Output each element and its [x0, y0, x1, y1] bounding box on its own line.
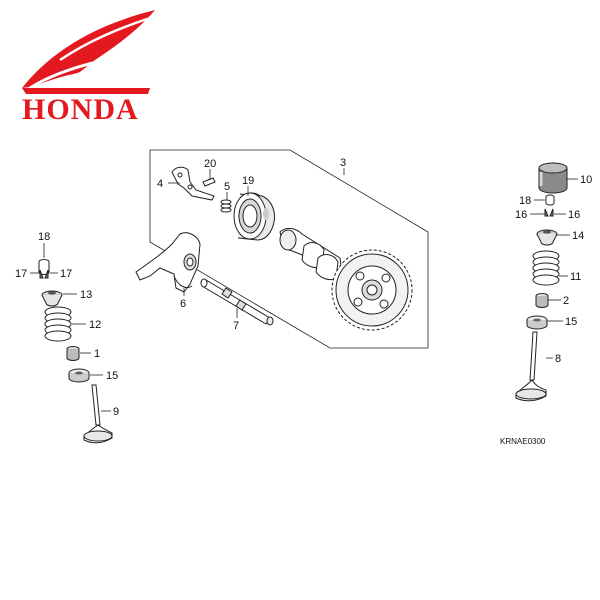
part-11-right — [532, 250, 560, 286]
part-12-left — [44, 306, 72, 342]
part-5-spring — [220, 199, 232, 213]
honda-wing-icon — [22, 10, 155, 94]
callout-2: 2 — [563, 295, 569, 307]
callouts: 18 17 17 13 12 1 15 9 4 20 5 19 3 6 7 10… — [15, 157, 592, 418]
callout-8: 8 — [555, 353, 561, 365]
part-10-bucket — [538, 162, 568, 194]
callout-7: 7 — [233, 320, 239, 332]
callout-15-right: 15 — [565, 316, 577, 328]
callout-1: 1 — [94, 348, 100, 360]
honda-wordmark: HONDA — [22, 93, 139, 126]
group-border — [149, 149, 429, 349]
part-3-camshaft — [279, 227, 413, 331]
part-15-left — [68, 368, 90, 383]
part-6-rocker — [135, 232, 201, 293]
left-valve-assembly — [38, 259, 113, 444]
callout-14: 14 — [572, 230, 584, 242]
callout-16-right-a: 16 — [515, 209, 527, 221]
callout-18-right: 18 — [519, 195, 531, 207]
part-4-arm — [171, 166, 215, 201]
part-15-right — [526, 315, 548, 330]
callout-17-left-a: 17 — [15, 268, 27, 280]
callout-4: 4 — [157, 178, 163, 190]
part-20-pin — [202, 177, 216, 187]
callout-16-right-b: 16 — [568, 209, 580, 221]
part-18-right — [545, 194, 555, 206]
diagram-code: KRNAE0300 — [500, 437, 546, 446]
part-14-right — [536, 229, 558, 246]
part-2-right — [535, 293, 549, 308]
callout-17-left-b: 17 — [60, 268, 72, 280]
callout-19: 19 — [242, 175, 254, 187]
callout-10: 10 — [580, 174, 592, 186]
callout-20: 20 — [204, 158, 216, 170]
callout-6: 6 — [180, 298, 186, 310]
leader-lines — [30, 168, 578, 412]
callout-3: 3 — [340, 157, 346, 169]
callout-5: 5 — [224, 181, 230, 193]
part-8-valve — [515, 331, 547, 402]
callout-11: 11 — [570, 271, 581, 283]
callout-13: 13 — [80, 289, 92, 301]
callout-12: 12 — [89, 319, 101, 331]
callout-15-left: 15 — [106, 370, 118, 382]
part-9-valve — [83, 384, 113, 444]
part-1-left — [66, 346, 80, 361]
part-16-right — [544, 208, 554, 217]
part-18-left — [38, 259, 50, 275]
part-13-left — [41, 290, 63, 307]
part-7-shaft — [200, 278, 274, 326]
callout-18-left: 18 — [38, 231, 50, 243]
callout-9: 9 — [113, 406, 119, 418]
part-19-bearing — [233, 192, 275, 241]
part-17-left — [39, 269, 49, 279]
